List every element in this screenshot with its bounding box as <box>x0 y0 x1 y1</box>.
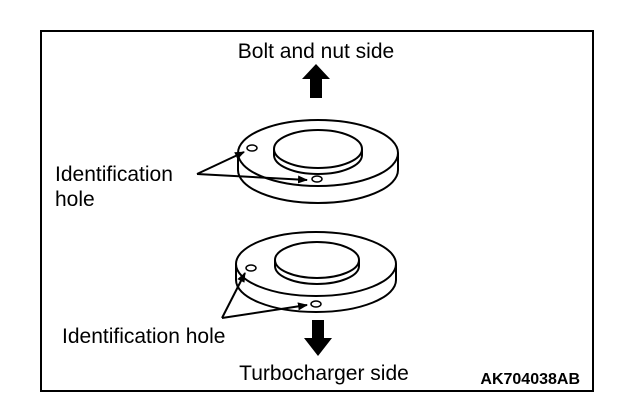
upper-washer <box>237 119 399 204</box>
down-arrow <box>304 320 332 356</box>
upper-identification-hole-right <box>311 175 323 183</box>
figure-code: AK704038AB <box>480 371 580 388</box>
lower-washer <box>235 231 397 313</box>
lower-identification-hole-right <box>310 300 322 308</box>
upper-identification-hole-left <box>246 144 258 152</box>
upper-leader-left <box>196 151 245 175</box>
top-side-label: Bolt and nut side <box>238 40 394 63</box>
figure-frame <box>40 30 594 392</box>
lower-leader-left <box>221 272 246 319</box>
lower-leader-right <box>221 302 308 319</box>
up-arrow <box>302 64 330 98</box>
upper-callout-label-line2: hole <box>55 188 95 211</box>
upper-leader-right <box>196 173 308 184</box>
lower-callout-label: Identification hole <box>62 325 225 348</box>
bottom-side-label: Turbocharger side <box>239 362 409 385</box>
lower-identification-hole-left <box>245 264 257 272</box>
upper-callout-label: Identification <box>55 163 173 186</box>
